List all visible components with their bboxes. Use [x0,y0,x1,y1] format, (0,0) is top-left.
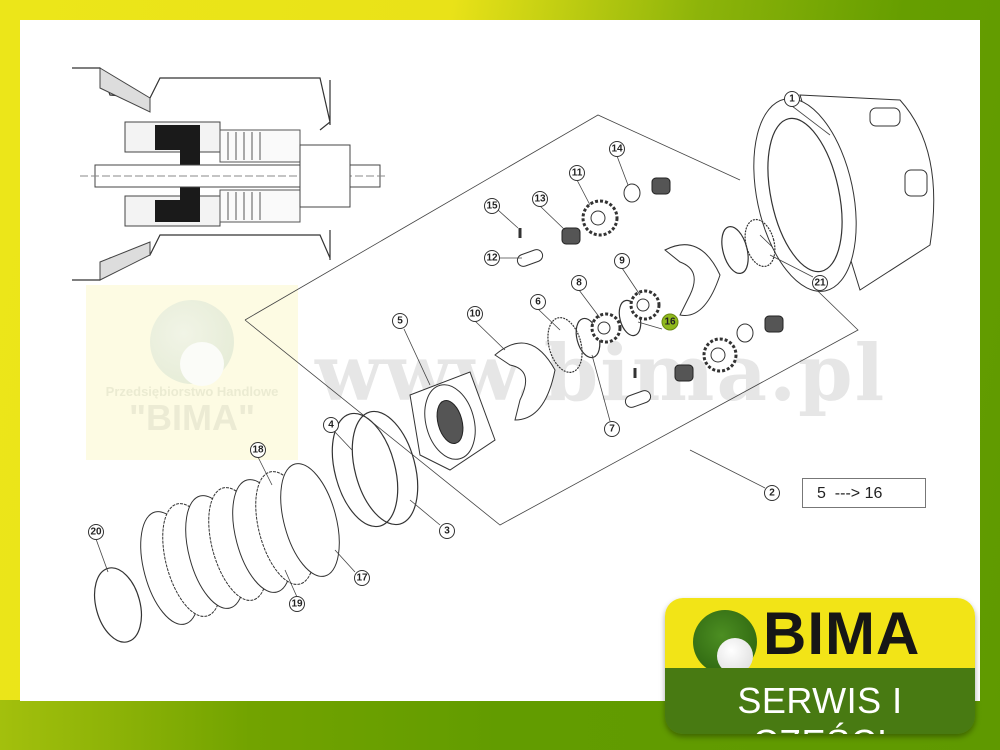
logo-top: BIMA [665,598,975,674]
watermark-company-prefix: Przedsiębiorstwo Handlowe [105,384,279,399]
callout-19: 19 [289,596,305,612]
svg-text:19: 19 [291,599,303,610]
part-range-note: 5 ---> 16 [802,478,926,508]
svg-text:8: 8 [576,278,582,289]
part-clutch-disc-pack [140,463,340,625]
bima-logo: BIMA SERWIS I CZĘŚCI [665,598,975,734]
callout-21: 21 [812,275,828,291]
callout-17: 17 [354,570,370,586]
part-thrust-plate-10 [494,342,556,421]
callout-7: 7 [604,421,620,437]
callout-16-highlighted: 16 [661,313,679,331]
callout-13: 13 [532,191,548,207]
callout-8: 8 [571,275,587,291]
svg-text:16: 16 [664,317,676,328]
part-housing [753,94,935,292]
part-gears [581,199,738,373]
callout-9: 9 [614,253,630,269]
svg-text:1: 1 [789,94,795,105]
callout-18: 18 [250,442,266,458]
callout-5: 5 [392,313,408,329]
svg-text:7: 7 [609,424,615,435]
callout-12: 12 [484,250,500,266]
logo-bottom: SERWIS I CZĘŚCI [665,668,975,734]
svg-text:6: 6 [535,297,541,308]
svg-text:18: 18 [252,445,264,456]
svg-text:9: 9 [619,256,625,267]
svg-text:5: 5 [397,316,403,327]
watermark-company-name: "BIMA" [128,397,256,438]
svg-text:14: 14 [611,144,623,155]
svg-text:15: 15 [486,201,498,212]
svg-text:10: 10 [469,309,481,320]
svg-text:20: 20 [90,527,102,538]
logo-name: BIMA [763,600,921,667]
svg-text:13: 13 [534,194,546,205]
svg-text:17: 17 [356,573,368,584]
part-thrust-plate [664,244,721,316]
callout-15: 15 [484,198,500,214]
part-clutch-hub [409,371,496,471]
callout-2: 2 [764,485,780,501]
part-snap-ring [93,567,143,643]
svg-text:4: 4 [328,420,334,431]
callout-20: 20 [88,524,104,540]
watermark-logo-dot [180,342,224,386]
callout-3: 3 [439,523,455,539]
callout-4: 4 [323,417,339,433]
callout-10: 10 [467,306,483,322]
logo-tagline: SERWIS I CZĘŚCI [737,680,903,734]
svg-text:21: 21 [814,278,826,289]
svg-text:3: 3 [444,526,450,537]
callout-11: 11 [569,165,585,181]
callout-1: 1 [784,91,800,107]
callout-6: 6 [530,294,546,310]
cross-section-drawing [72,67,385,281]
callout-14: 14 [609,141,625,157]
svg-text:12: 12 [486,253,498,264]
svg-text:2: 2 [769,488,775,499]
svg-text:11: 11 [572,168,583,179]
